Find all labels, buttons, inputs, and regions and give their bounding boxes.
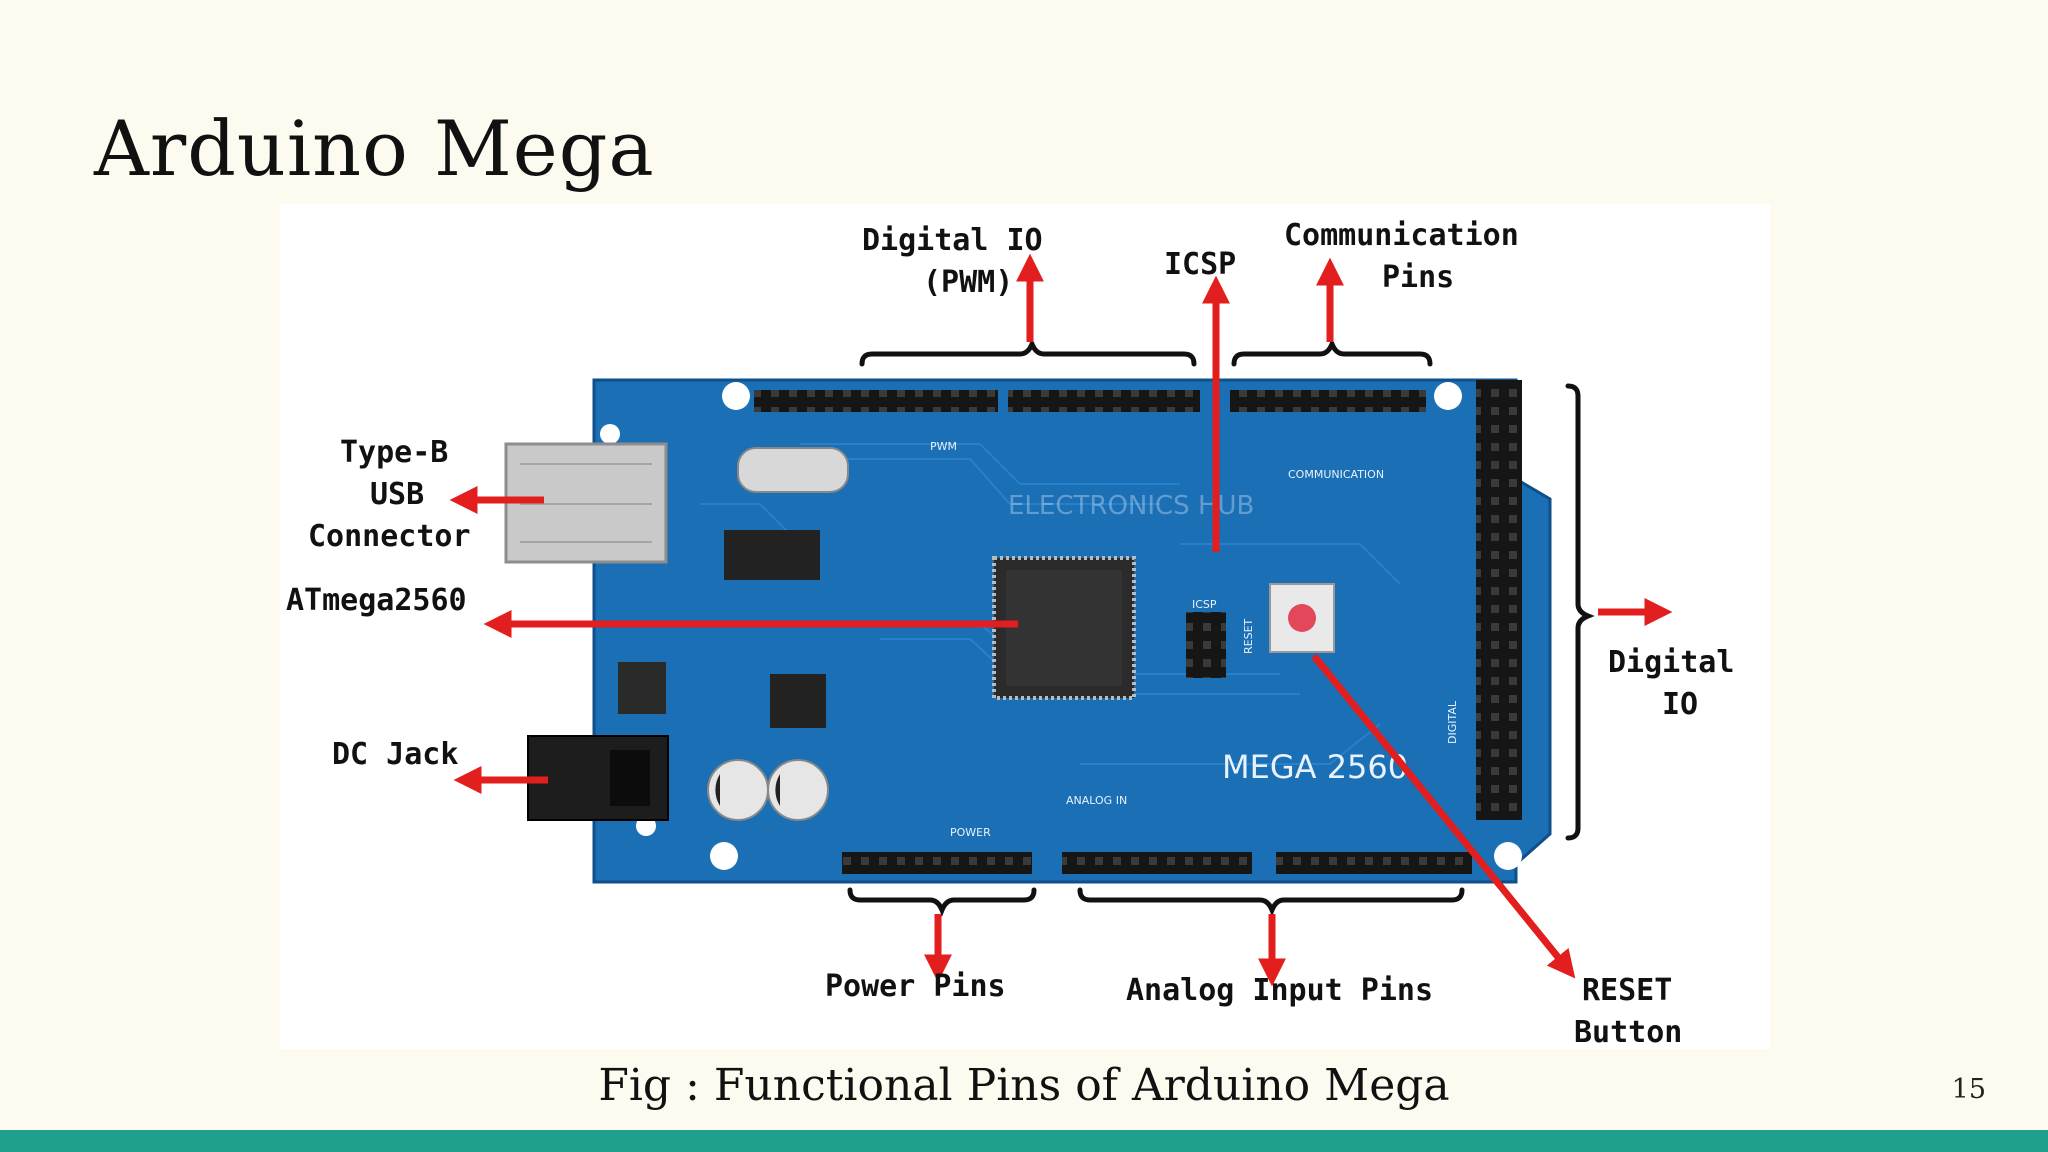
usb-chip xyxy=(724,530,820,580)
label-atmega: ATmega2560 xyxy=(286,583,467,618)
mounting-holes xyxy=(600,382,1522,870)
header-analog-1 xyxy=(1062,852,1252,874)
label-power-pins: Power Pins xyxy=(825,969,1006,1004)
label-reset-2: Button xyxy=(1574,1015,1682,1049)
header-communication xyxy=(1230,390,1426,412)
label-digital-io-pwm-1: Digital IO xyxy=(862,223,1043,258)
board-icsp-label: ICSP xyxy=(1192,598,1217,611)
label-analog-pins: Analog Input Pins xyxy=(1126,973,1433,1008)
regulator xyxy=(618,662,666,714)
figure-caption: Fig : Functional Pins of Arduino Mega xyxy=(598,1060,1450,1111)
header-digital-right xyxy=(1476,380,1522,820)
board-model-label: MEGA 2560 xyxy=(1222,748,1408,786)
arduino-mega-diagram: ICSP RESET MEGA 2560 POWER ANALOG IN PWM… xyxy=(280,204,1770,1049)
board-power-label: POWER xyxy=(950,826,991,839)
brace-analog xyxy=(1077,887,1465,917)
arrow-reset xyxy=(1311,653,1576,979)
label-digital-io-pwm-2: (PWM) xyxy=(923,265,1013,300)
header-pwm-2 xyxy=(1008,390,1200,412)
page-number: 15 xyxy=(1951,1074,1986,1105)
header-power xyxy=(842,852,1032,874)
label-reset-1: RESET xyxy=(1582,973,1672,1008)
label-usb-1: Type-B xyxy=(340,435,448,470)
header-pwm xyxy=(754,390,998,412)
arrows xyxy=(449,253,1673,987)
usb-texture xyxy=(520,463,652,543)
label-communication-1: Communication xyxy=(1284,218,1519,253)
board-analog-label: ANALOG IN xyxy=(1066,794,1127,807)
board-digital-label: DIGITAL xyxy=(1446,700,1459,744)
label-digital-io-right-2: IO xyxy=(1662,687,1698,722)
slide-title: Arduino Mega xyxy=(94,104,655,193)
braces xyxy=(847,337,1595,917)
brace-power xyxy=(847,887,1037,917)
label-digital-io-right-1: Digital xyxy=(1608,645,1734,680)
label-usb-2: USB xyxy=(370,477,424,512)
reset-button xyxy=(1288,604,1316,632)
board-reset-label: RESET xyxy=(1242,618,1255,654)
crystal xyxy=(737,447,849,493)
icsp-header xyxy=(1186,612,1226,678)
brace-pwm xyxy=(859,337,1197,367)
header-analog-2 xyxy=(1276,852,1472,874)
label-dc-jack: DC Jack xyxy=(332,737,458,772)
label-usb-3: Connector xyxy=(308,519,471,554)
board-communication-label: COMMUNICATION xyxy=(1288,468,1384,481)
label-icsp: ICSP xyxy=(1164,247,1236,282)
footer-bar xyxy=(0,1130,2048,1152)
capacitor-2 xyxy=(767,759,829,821)
reset-button-base xyxy=(1269,583,1335,653)
brace-communication xyxy=(1231,337,1433,367)
brace-digital-right xyxy=(1565,383,1595,841)
op-amp xyxy=(770,674,826,728)
board-pwm-label: PWM xyxy=(930,440,957,453)
label-communication-2: Pins xyxy=(1382,260,1454,295)
